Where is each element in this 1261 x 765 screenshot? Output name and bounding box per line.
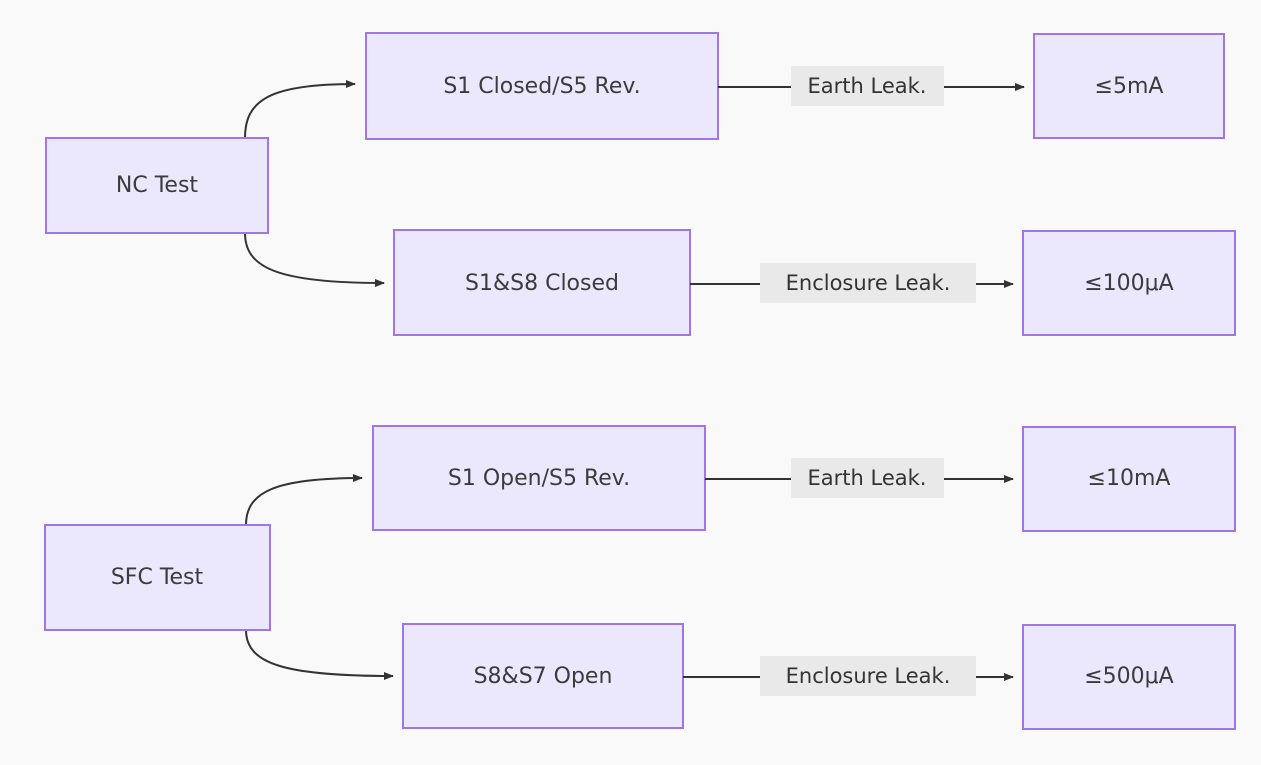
edge-label-enclosure-leak-sfc: Enclosure Leak. [786, 664, 951, 688]
node-s8-s7-open-rect [402, 623, 684, 729]
node-sfc-test-label: SFC Test [111, 565, 204, 590]
node-nc-test-label: NC Test [116, 173, 199, 198]
node-s1-open-s5-rev-rect [372, 425, 706, 531]
node-sfc-test-rect [44, 524, 271, 631]
edge-label-bg-earth-leak-sfc [791, 458, 944, 498]
node-limit-500ua[interactable]: ≤500μA [1022, 624, 1236, 730]
edge-s1-closed-s5-rev-to-limit-5ma: Earth Leak. [718, 66, 1025, 106]
edge-label-bg-enclosure-leak-sfc [760, 656, 976, 696]
edge-nc-test-to-s1-closed-s5-rev [244, 80, 356, 139]
edge-label-earth-leak-nc: Earth Leak. [808, 74, 927, 98]
node-nc-test[interactable]: NC Test [45, 137, 269, 234]
node-limit-10ma[interactable]: ≤10mA [1022, 426, 1236, 532]
node-limit-500ua-label: ≤500μA [1084, 664, 1173, 689]
node-s8-s7-open-label: S8&S7 Open [474, 664, 613, 689]
edge-label-bg-earth-leak-nc [791, 66, 944, 106]
node-limit-5ma-label: ≤5mA [1095, 74, 1164, 99]
node-limit-100ua-label: ≤100μA [1084, 271, 1173, 296]
node-s1-s8-closed-label: S1&S8 Closed [465, 271, 619, 296]
node-limit-100ua-rect [1022, 230, 1236, 336]
node-s1-open-s5-rev-label: S1 Open/S5 Rev. [448, 466, 630, 491]
node-s1-closed-s5-rev[interactable]: S1 Closed/S5 Rev. [365, 32, 719, 140]
edge-nc-test-to-s1-s8-closed [244, 232, 385, 287]
node-nc-test-rect [45, 137, 269, 234]
edge-s8-s7-open-to-limit-500ua: Enclosure Leak. [683, 656, 1014, 696]
edge-label-bg-enclosure-leak-nc [760, 263, 976, 303]
edge-sfc-test-to-s8-s7-open [245, 629, 394, 680]
edge-s1-s8-closed-to-limit-100ua: Enclosure Leak. [690, 263, 1014, 303]
node-sfc-test[interactable]: SFC Test [44, 524, 271, 631]
node-s1-closed-s5-rev-rect [365, 32, 719, 140]
node-limit-10ma-rect [1022, 426, 1236, 532]
node-s1-open-s5-rev[interactable]: S1 Open/S5 Rev. [372, 425, 706, 531]
node-limit-5ma-rect [1033, 33, 1225, 139]
node-s1-s8-closed-rect [393, 229, 691, 336]
edge-label-enclosure-leak-nc: Enclosure Leak. [786, 271, 951, 295]
node-limit-100ua[interactable]: ≤100μA [1022, 230, 1236, 336]
node-s1-s8-closed[interactable]: S1&S8 Closed [393, 229, 691, 336]
node-limit-10ma-label: ≤10mA [1088, 466, 1171, 491]
node-s1-closed-s5-rev-label: S1 Closed/S5 Rev. [443, 74, 640, 99]
edge-label-earth-leak-sfc: Earth Leak. [808, 466, 927, 490]
node-s8-s7-open[interactable]: S8&S7 Open [402, 623, 684, 729]
edge-s1-open-s5-rev-to-limit-10ma: Earth Leak. [705, 458, 1014, 498]
node-limit-5ma[interactable]: ≤5mA [1033, 33, 1225, 139]
edge-sfc-test-to-s1-open-s5-rev [245, 474, 363, 526]
node-limit-500ua-rect [1022, 624, 1236, 730]
